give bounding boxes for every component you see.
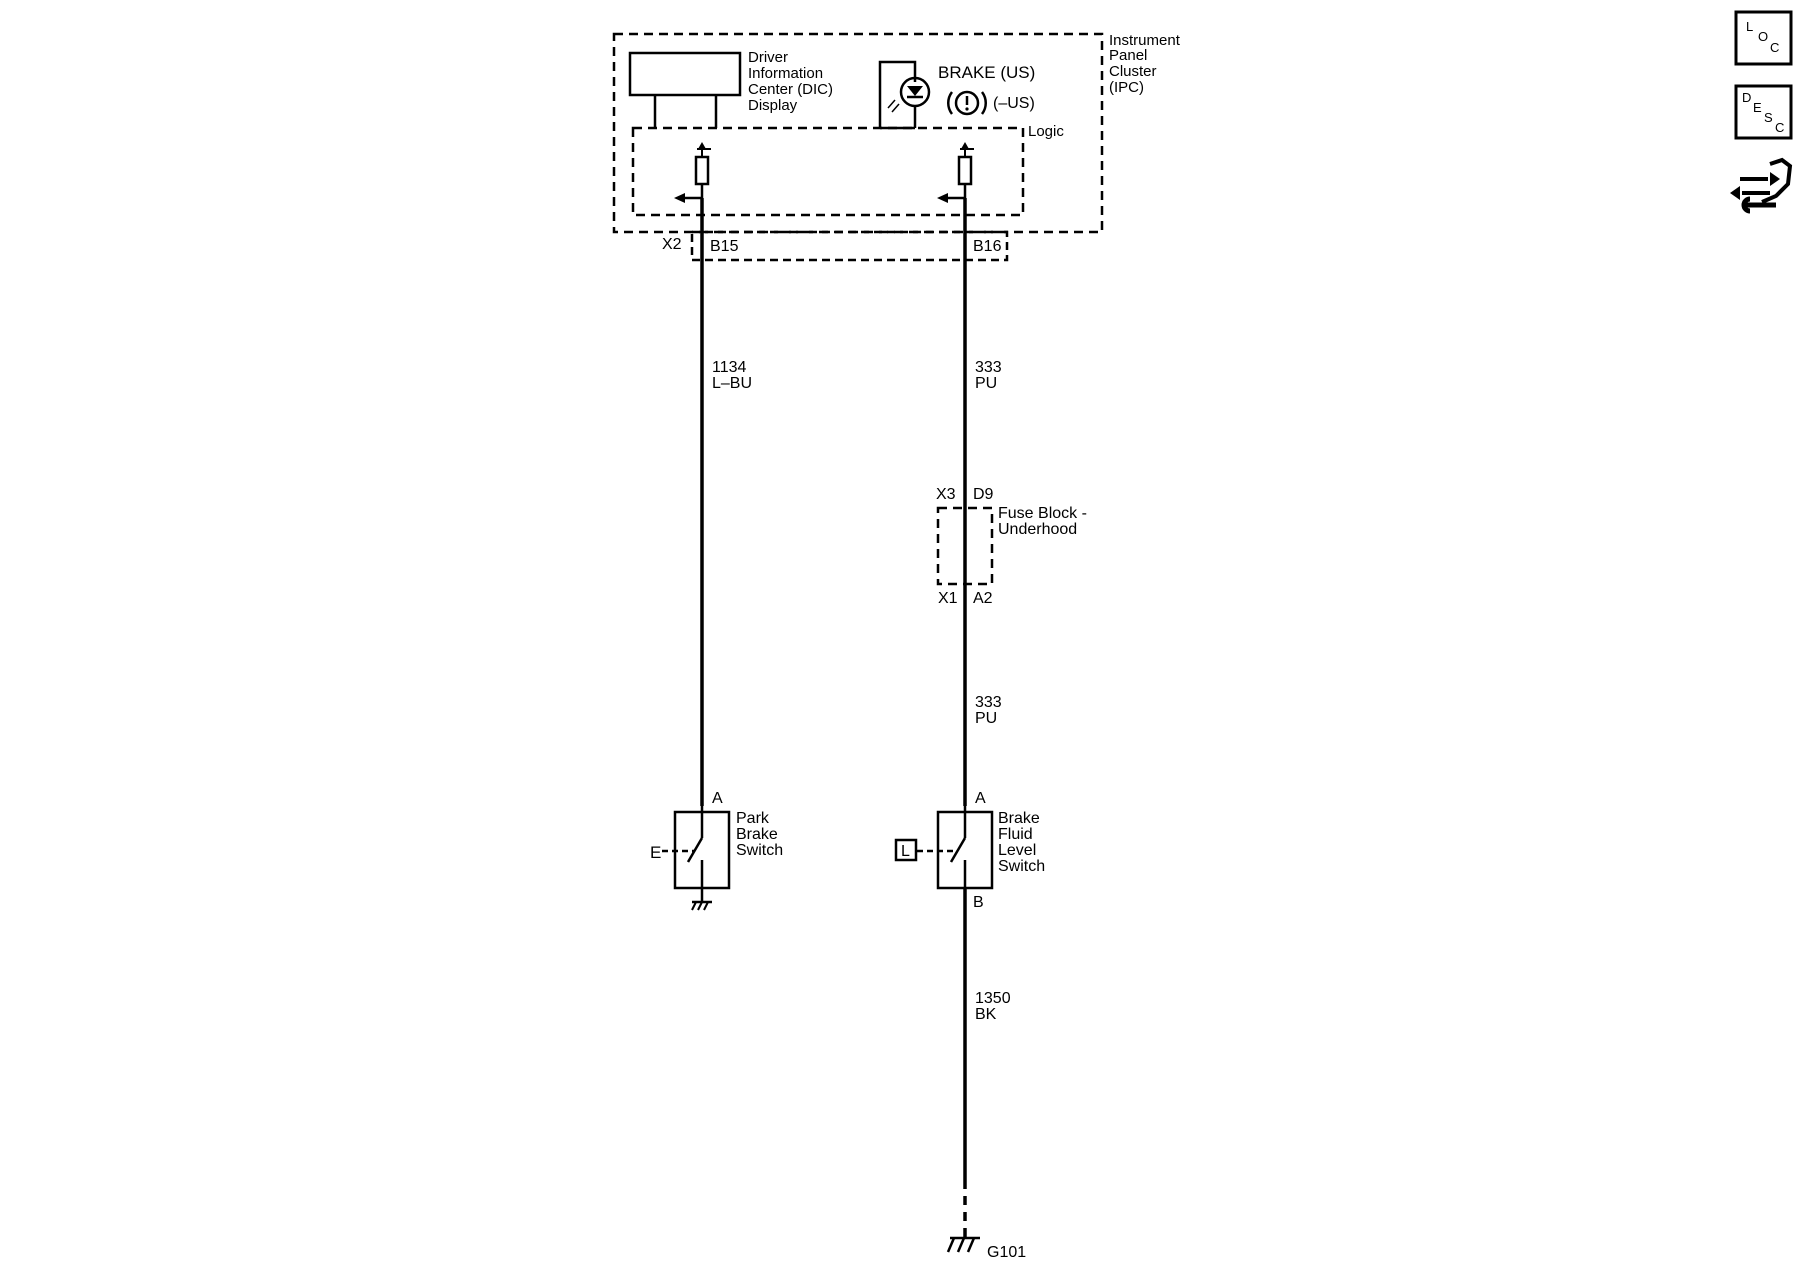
fuse-block-name-line-1: Fuse Block -: [998, 505, 1087, 522]
ipc-name-line-3: Cluster: [1109, 63, 1157, 80]
fuse-x3-label: X3: [936, 486, 956, 503]
fluid-switch-indicator: L: [901, 843, 910, 860]
pin-b15-label: B15: [710, 238, 739, 255]
fuse-x1-label: X1: [938, 590, 958, 607]
fuse-a2-label: A2: [973, 590, 993, 607]
wire-333-upper-color: PU: [975, 375, 997, 392]
case-ground-icon: [691, 888, 712, 911]
brake-warning-icon: [947, 90, 987, 116]
wire-333-lower-color: PU: [975, 710, 997, 727]
brake-fluid-level-switch: L: [894, 806, 994, 890]
ipc-connector-x2: X2 B15 B16: [662, 230, 1009, 262]
park-switch-name-line-3: Switch: [736, 842, 783, 859]
brake-indicator-lamp: BRAKE (US) (–US): [878, 60, 1035, 130]
desc-letter-c: C: [1775, 120, 1784, 135]
fuse-block-underhood: X3 D9 Fuse Block - Underhood X1 A2: [936, 486, 1087, 607]
dic-label-line-3: Center (DIC): [748, 81, 833, 98]
desc-letter-d: D: [1742, 90, 1751, 105]
chassis-ground-icon: [946, 1236, 980, 1253]
logic-input-right: [937, 142, 974, 203]
park-switch-name-line-1: Park: [736, 810, 770, 827]
brake-us-label: BRAKE (US): [938, 63, 1035, 82]
ipc-boundary: [612, 32, 1104, 234]
brake-fluid-circuit: 333 PU X3 D9 Fuse Block - Underhood X1 A…: [894, 198, 1087, 1261]
park-switch-name-line-2: Brake: [736, 826, 778, 843]
fluid-switch-name-line-1: Brake: [998, 810, 1040, 827]
fluid-switch-name-line-3: Level: [998, 842, 1036, 859]
wire-1350-color: BK: [975, 1006, 997, 1023]
connector-repair-icon[interactable]: [1730, 156, 1794, 220]
park-brake-circuit: 1134 L–BU A E Park Brake Switch: [650, 198, 783, 911]
dic-label-line-4: Display: [748, 97, 798, 114]
fuse-d9-label: D9: [973, 486, 994, 503]
ipc-name-line-4: (IPC): [1109, 79, 1144, 96]
loc-button[interactable]: L O C: [1734, 10, 1793, 66]
wire-333-lower-circuit: 333: [975, 694, 1002, 711]
loc-letter-l: L: [1746, 19, 1753, 34]
ipc-module: Instrument Panel Cluster (IPC) Driver In…: [612, 32, 1181, 234]
fluid-switch-name-line-4: Switch: [998, 858, 1045, 875]
fuse-block-name-line-2: Underhood: [998, 521, 1077, 538]
desc-button[interactable]: D E S C: [1734, 84, 1793, 140]
loc-letter-c: C: [1770, 40, 1779, 55]
park-switch-pin-a: A: [712, 790, 723, 807]
ipc-connector-label: X2: [662, 236, 682, 253]
park-switch-indicator: E: [650, 843, 661, 862]
desc-letter-s: S: [1764, 110, 1773, 125]
wire-1134-circuit: 1134: [712, 359, 747, 376]
fluid-switch-name-line-2: Fluid: [998, 826, 1033, 843]
brake-non-us-label: (–US): [993, 95, 1035, 112]
logic-input-left: [674, 142, 711, 203]
loc-letter-o: O: [1758, 29, 1768, 44]
desc-letter-e: E: [1753, 100, 1762, 115]
dic-label-line-2: Information: [748, 65, 823, 82]
fluid-switch-pin-b: B: [973, 894, 984, 911]
ipc-name-line-1: Instrument: [1109, 32, 1181, 49]
dic-display: Driver Information Center (DIC) Display: [628, 49, 833, 128]
fluid-switch-indicator-box: [894, 838, 918, 862]
fluid-switch-pin-a: A: [975, 790, 986, 807]
wire-1350-circuit: 1350: [975, 990, 1011, 1007]
dic-label-line-1: Driver: [748, 49, 788, 66]
ipc-name-line-2: Panel: [1109, 47, 1147, 64]
logic-label: Logic: [1028, 123, 1064, 140]
logic-block: Logic: [631, 123, 1064, 217]
park-brake-switch: E: [650, 806, 731, 890]
ground-g101-label: G101: [987, 1244, 1026, 1261]
pin-b16-label: B16: [973, 238, 1002, 255]
wire-1134-color: L–BU: [712, 375, 752, 392]
wire-333-upper-circuit: 333: [975, 359, 1002, 376]
